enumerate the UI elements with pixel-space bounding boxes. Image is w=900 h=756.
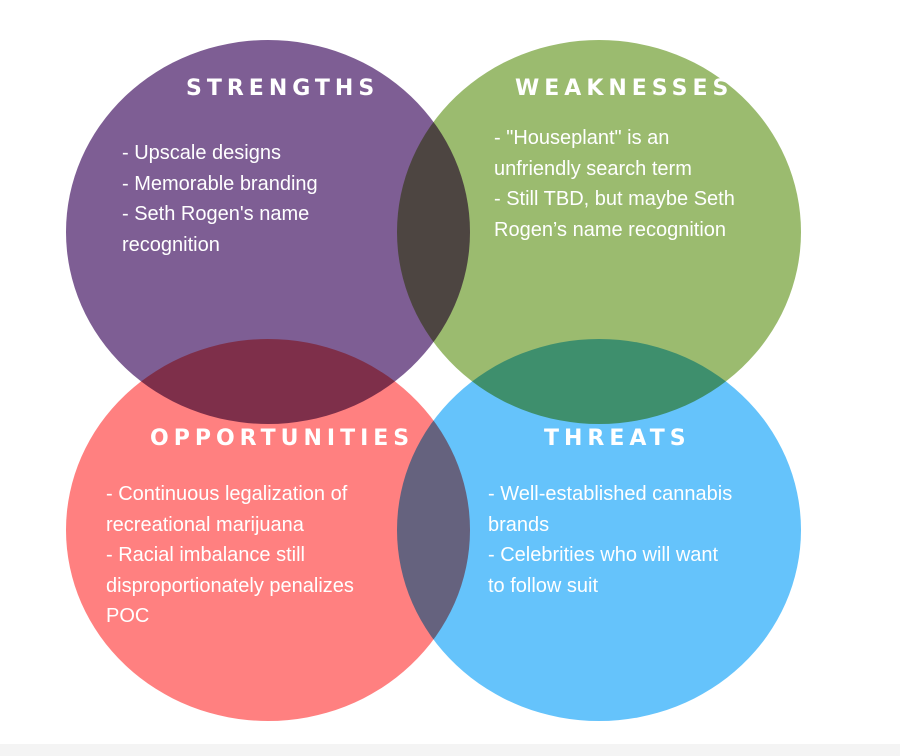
opportunities-list: - Continuous legalization of recreationa… — [106, 479, 354, 632]
strengths-line: recognition — [122, 233, 220, 256]
strengths-line: - Upscale designs — [122, 142, 281, 164]
threats-list: - Well-established cannabis brands - Cel… — [488, 479, 732, 601]
threats-circle — [397, 339, 801, 721]
opportunities-line: disproportionately penalizes — [106, 574, 354, 597]
weaknesses-line: Rogen’s name recognition — [494, 218, 727, 241]
threats-line: - Celebrities who will want — [488, 544, 719, 566]
weaknesses-title: WEAKNESSES — [515, 76, 734, 101]
strengths-title: STRENGTHS — [186, 76, 380, 101]
weaknesses-list: - "Houseplant" is an unfriendly search t… — [494, 123, 735, 245]
threats-title: THREATS — [544, 426, 691, 451]
weaknesses-line: unfriendly search term — [494, 157, 692, 180]
strengths-line: - Seth Rogen's name — [122, 203, 310, 225]
strengths-list: - Upscale designs - Memorable branding -… — [122, 138, 318, 260]
opportunities-title: OPPORTUNITIES — [150, 426, 415, 451]
opportunities-line: - Racial imbalance still — [106, 544, 305, 566]
strengths-line: - Memorable branding — [122, 172, 318, 195]
opportunities-line: recreational marijuana — [106, 513, 304, 536]
threats-line: - Well-established cannabis — [488, 483, 733, 505]
threats-line: to follow suit — [488, 574, 599, 597]
opportunities-line: POC — [106, 605, 150, 627]
bottom-strip — [0, 744, 900, 756]
opportunities-line: - Continuous legalization of — [106, 483, 348, 505]
threats-line: brands — [488, 513, 550, 536]
weaknesses-line: - "Houseplant" is an — [494, 127, 670, 149]
weaknesses-line: - Still TBD, but maybe Seth — [494, 188, 735, 210]
